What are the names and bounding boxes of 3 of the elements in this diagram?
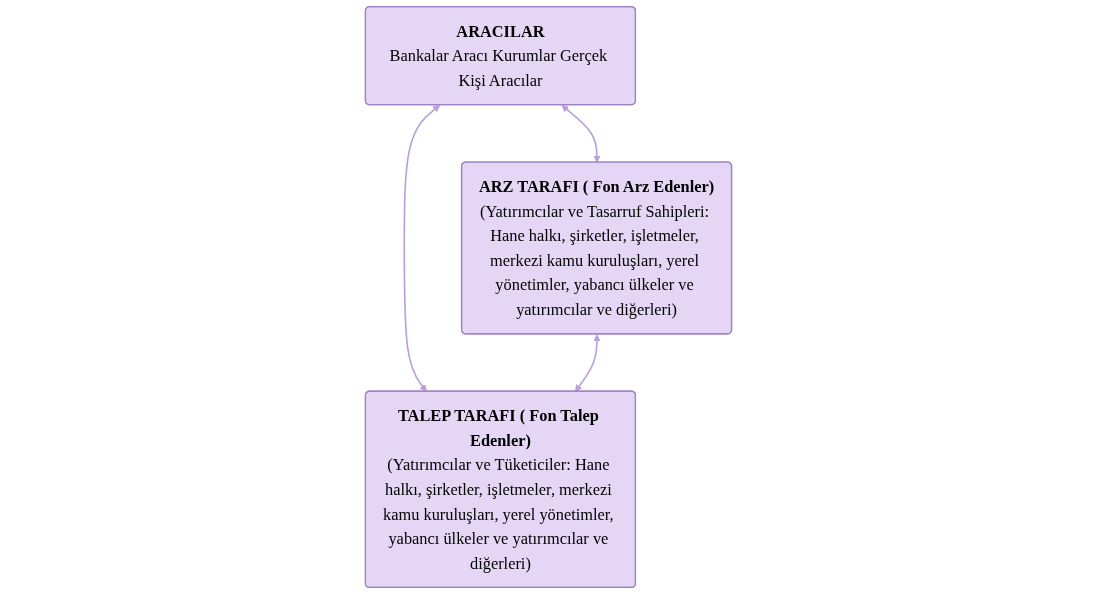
- arrow: [574, 334, 601, 392]
- arrow: [561, 105, 601, 163]
- arrow: [403, 105, 441, 392]
